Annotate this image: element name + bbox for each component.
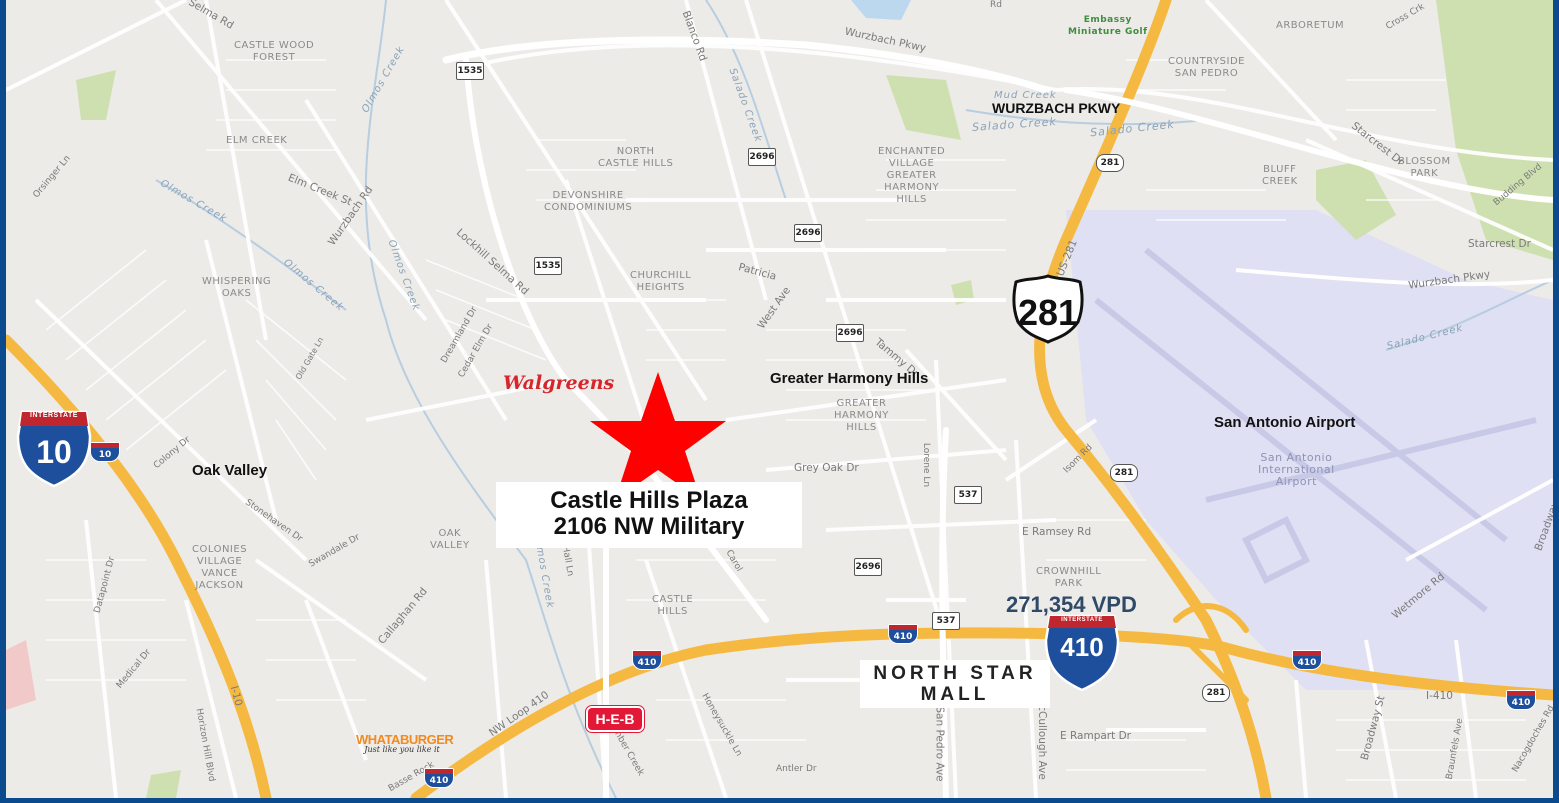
walgreens-logo[interactable]: Walgreens: [503, 372, 615, 394]
shield-537-a: 537: [954, 486, 982, 504]
label-san-antonio-airport: San Antonio Airport: [1214, 414, 1356, 431]
neighborhood-north-castle-hills: NORTH CASTLE HILLS: [598, 146, 674, 169]
i410-large-shield: [1044, 614, 1120, 692]
airport-small-label: San Antonio International Airport: [1258, 451, 1335, 488]
neighborhood-countryside-san-pedro: COUNTRYSIDE SAN PEDRO: [1168, 56, 1245, 79]
street-lorene-ln: Lorene Ln: [921, 442, 932, 488]
shield-2696-b: 2696: [794, 224, 822, 242]
subject-star: [590, 372, 726, 500]
neighborhood-enchanted-village: ENCHANTED VILLAGE GREATER HARMONY HILLS: [878, 146, 946, 205]
neighborhood-oak-valley-small: OAK VALLEY: [430, 528, 470, 551]
street-antler-dr: Antler Dr: [776, 764, 817, 774]
shield-1535-b: 1535: [534, 257, 562, 275]
shield-2696-c: 2696: [836, 324, 864, 342]
neighborhood-colonies-village: COLONIES VILLAGE VANCE JACKSON: [192, 544, 248, 591]
label-greater-harmony-hills: Greater Harmony Hills: [770, 370, 929, 387]
neighborhood-crownhill-park: CROWNHILL PARK: [1036, 566, 1102, 589]
shield-1535-a: 1535: [456, 62, 484, 80]
i10-large-shield: [16, 410, 92, 488]
whataburger-logo[interactable]: WHATABURGER Just like you like it: [356, 732, 454, 754]
airport-runways: [1094, 247, 1537, 613]
neighborhood-blossom-park: BLOSSOM PARK: [1398, 156, 1451, 179]
shield-410-c: 410: [424, 768, 454, 788]
neighborhood-arboretum: ARBORETUM: [1276, 20, 1345, 31]
shield-281-a: 281: [1096, 154, 1124, 172]
shield-410-e: 410: [1506, 690, 1536, 710]
us281-large-shield-label: 281: [1017, 292, 1079, 333]
subject-property-label[interactable]: Castle Hills Plaza 2106 NW Military: [496, 482, 802, 548]
north-star-line2: MALL: [920, 684, 990, 705]
shield-410-a: 410: [888, 624, 918, 644]
street-mccullough-ave: McCullough Ave: [1035, 696, 1048, 780]
street-san-pedro-ave: San Pedro Ave: [933, 706, 946, 782]
i410-large-shield-label: INTERSTATE 410: [1060, 617, 1104, 662]
highways: [6, 0, 1553, 798]
shield-410-d: 410: [1292, 650, 1322, 670]
heb-logo[interactable]: H-E-B: [586, 706, 644, 732]
neighborhood-castle-hills: CASTLE HILLS: [652, 594, 694, 617]
north-star-mall-label[interactable]: NORTH STAR MALL: [860, 660, 1050, 708]
lake: [851, 0, 911, 20]
label-embassy-miniature-golf: Embassy Miniature Golf: [1068, 15, 1148, 37]
shield-537-b: 537: [932, 612, 960, 630]
whataburger-name: WHATABURGER: [356, 732, 454, 747]
street-grey-oak-dr: Grey Oak Dr: [794, 462, 859, 474]
street-e-rampart-dr: E Rampart Dr: [1060, 730, 1131, 742]
neighborhood-greater-harmony-hills: GREATER HARMONY HILLS: [834, 398, 889, 433]
i10-large-shield-label: INTERSTATE 10: [30, 412, 78, 470]
neighborhood-devonshire: DEVONSHIRE CONDOMINIUMS: [544, 190, 633, 213]
neighborhood-bluff-creek: BLUFF CREEK: [1262, 164, 1298, 187]
neighborhood-castle-wood-forest: CASTLE WOOD FOREST: [234, 40, 315, 63]
street-i-410: I-410: [1426, 690, 1453, 702]
shield-281-b: 281: [1110, 464, 1138, 482]
neighborhood-elm-creek: ELM CREEK: [226, 135, 288, 146]
label-oak-valley: Oak Valley: [192, 462, 268, 479]
neighborhood-churchill-heights: CHURCHILL HEIGHTS: [630, 270, 692, 293]
shield-2696-d: 2696: [854, 558, 882, 576]
street-rd-top: Rd: [990, 0, 1002, 10]
subject-name: Castle Hills Plaza: [550, 487, 748, 514]
subject-address: 2106 NW Military: [553, 513, 745, 540]
whataburger-tagline: Just like you like it: [364, 745, 440, 754]
street-starcrest-dr-2: Starcrest Dr: [1468, 238, 1531, 250]
north-star-line1: NORTH STAR: [873, 663, 1037, 684]
shield-2696-a: 2696: [748, 148, 776, 166]
parks: [6, 0, 1553, 798]
creek-mud: Mud Creek: [994, 90, 1057, 101]
shield-410-b: 410: [632, 650, 662, 670]
street-e-ramsey-rd: E Ramsey Rd: [1022, 526, 1092, 538]
shield-10-small: 10: [90, 442, 120, 462]
minor-roads: [6, 0, 1553, 798]
traffic-count-label: 271,354 VPD: [1006, 592, 1137, 617]
shield-281-c: 281: [1202, 684, 1230, 702]
us281-large-shield: [1012, 274, 1084, 344]
label-wurzbach-pkwy: WURZBACH PKWY: [992, 100, 1121, 116]
creeks: [155, 0, 1553, 798]
neighborhood-whispering-oaks: WHISPERING OAKS: [202, 276, 272, 299]
map-canvas[interactable]: CASTLE WOOD FOREST ELM CREEK WHISPERING …: [6, 0, 1553, 798]
map-base-layer: [6, 0, 1553, 798]
